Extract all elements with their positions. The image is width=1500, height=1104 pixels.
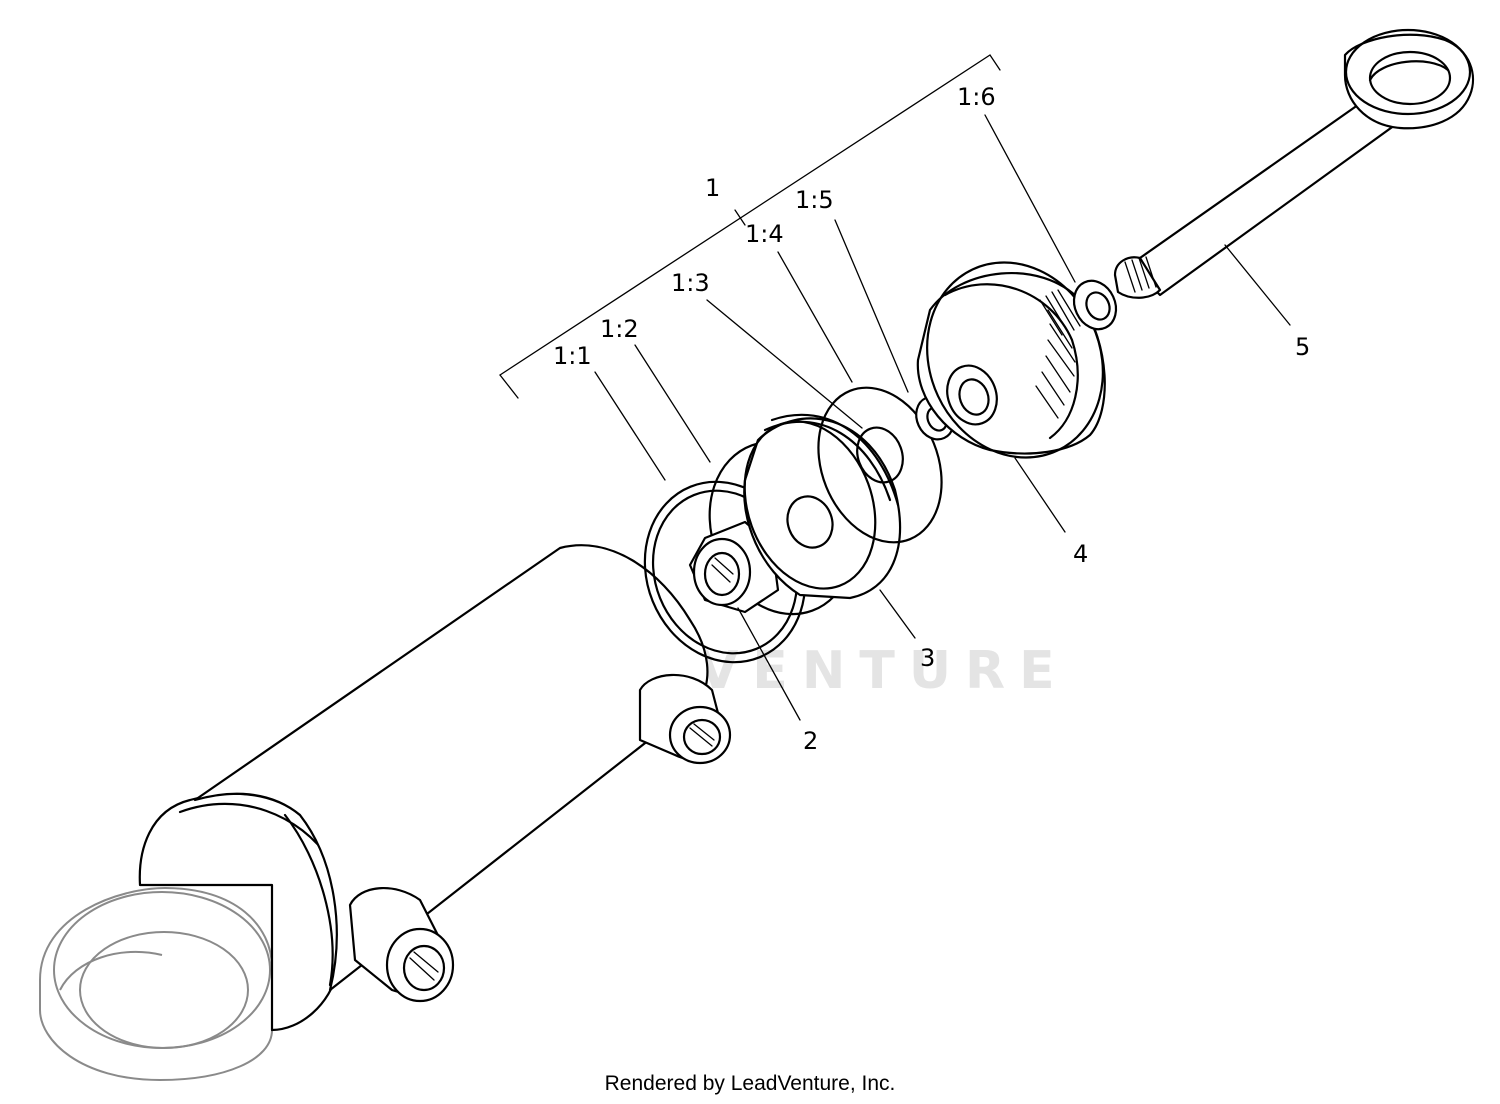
callout-labels: 1 1:1 1:2 1:3 1:4 1:5 1:6 5 4 3 2: [553, 83, 1310, 755]
leader-lines: [499, 54, 1291, 721]
callout-2: 2: [803, 727, 818, 755]
lower-port-fitting: [348, 887, 455, 1003]
upper-port-fitting: [638, 673, 732, 765]
callout-5: 5: [1295, 333, 1310, 361]
callout-1-3: 1:3: [671, 269, 710, 297]
callout-1: 1: [705, 174, 720, 202]
cylinder-gland: [916, 261, 1106, 459]
callout-1-4: 1:4: [745, 220, 784, 248]
piston: [743, 413, 902, 600]
callout-1-5: 1:5: [795, 186, 834, 214]
rod-end-eye: [1343, 28, 1475, 130]
footer-credit: Rendered by LeadVenture, Inc.: [605, 1072, 896, 1095]
callout-4: 4: [1073, 540, 1088, 568]
outer-o-ring: [817, 386, 943, 544]
rear-mounting-eye: [39, 886, 273, 1082]
callout-1-6: 1:6: [957, 83, 996, 111]
assembly-bracket: [499, 54, 1001, 376]
callout-3: 3: [920, 644, 935, 672]
piston-rod: [1113, 28, 1475, 299]
callout-1-1: 1:1: [553, 342, 592, 370]
cylinder-barrel: [39, 544, 732, 1082]
rod-wiper-seal: [1072, 279, 1118, 331]
callout-1-2: 1:2: [600, 315, 639, 343]
barrel-body: [193, 544, 709, 992]
